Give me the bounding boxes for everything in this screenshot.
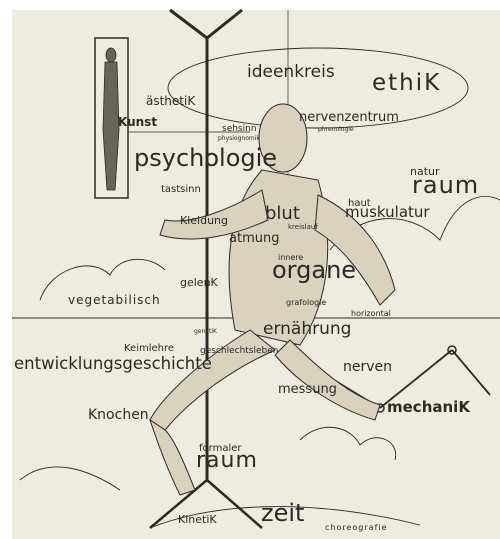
label-raum-top: raum (412, 173, 479, 197)
label-ideenkreis: ideenkreis (247, 64, 335, 81)
label-gelenk: gelenK (180, 277, 218, 288)
label-blut: blut (265, 205, 300, 223)
label-kreislauf: kreislauf (288, 224, 318, 231)
label-knochen: Knochen (88, 408, 149, 422)
label-aesthetik: ästhetiK (146, 95, 195, 107)
label-kunst: Kunst (118, 116, 157, 128)
label-grafologie: grafologie (286, 299, 326, 307)
mechanik-line-c (452, 350, 490, 395)
label-vegetabilisch: vegetabilisch (68, 294, 161, 306)
hill-bottom (20, 467, 120, 490)
label-zeit: zeit (261, 501, 304, 525)
ceiling-diagonal-left (170, 10, 207, 38)
label-muskulatur: muskulatur (345, 205, 430, 220)
label-mechanik: mechaniK (387, 400, 470, 415)
label-raum-bottom: raum (196, 450, 258, 472)
label-nervenzentrum: nervenzentrum (299, 111, 399, 124)
label-kleidung: Kleidung (180, 215, 228, 226)
figure-shin (150, 420, 195, 495)
label-atmung: atmung (229, 232, 279, 245)
label-keimlehre: Keimlehre (124, 344, 174, 354)
label-choreografie: choreografie (325, 524, 388, 532)
label-ernaehrung: ernährung (263, 321, 351, 338)
label-physiognomik: physiognomik (218, 136, 260, 142)
cloud-bottom-right (300, 427, 396, 460)
label-nerven: nerven (343, 360, 392, 374)
label-horizontal: horizontal (351, 310, 391, 318)
label-organe: organe (272, 258, 356, 282)
label-phrenologie: phrenologie (318, 127, 354, 133)
label-entwicklungsgeschichte: entwicklungsgeschichte (14, 356, 212, 373)
label-tastsinn: tastsinn (161, 185, 201, 195)
label-ethik: ethiK (372, 72, 441, 95)
figure-leg-front (275, 340, 380, 420)
label-psychologie: psychologie (134, 146, 277, 170)
ceiling-diagonal-right (207, 10, 242, 38)
label-genetik: genetiK (194, 329, 217, 335)
kunst-figure (103, 48, 119, 190)
label-sehsinn: sehsinn (222, 125, 257, 134)
label-kinetik: KinetiK (178, 514, 217, 525)
label-messung: messung (278, 383, 337, 396)
